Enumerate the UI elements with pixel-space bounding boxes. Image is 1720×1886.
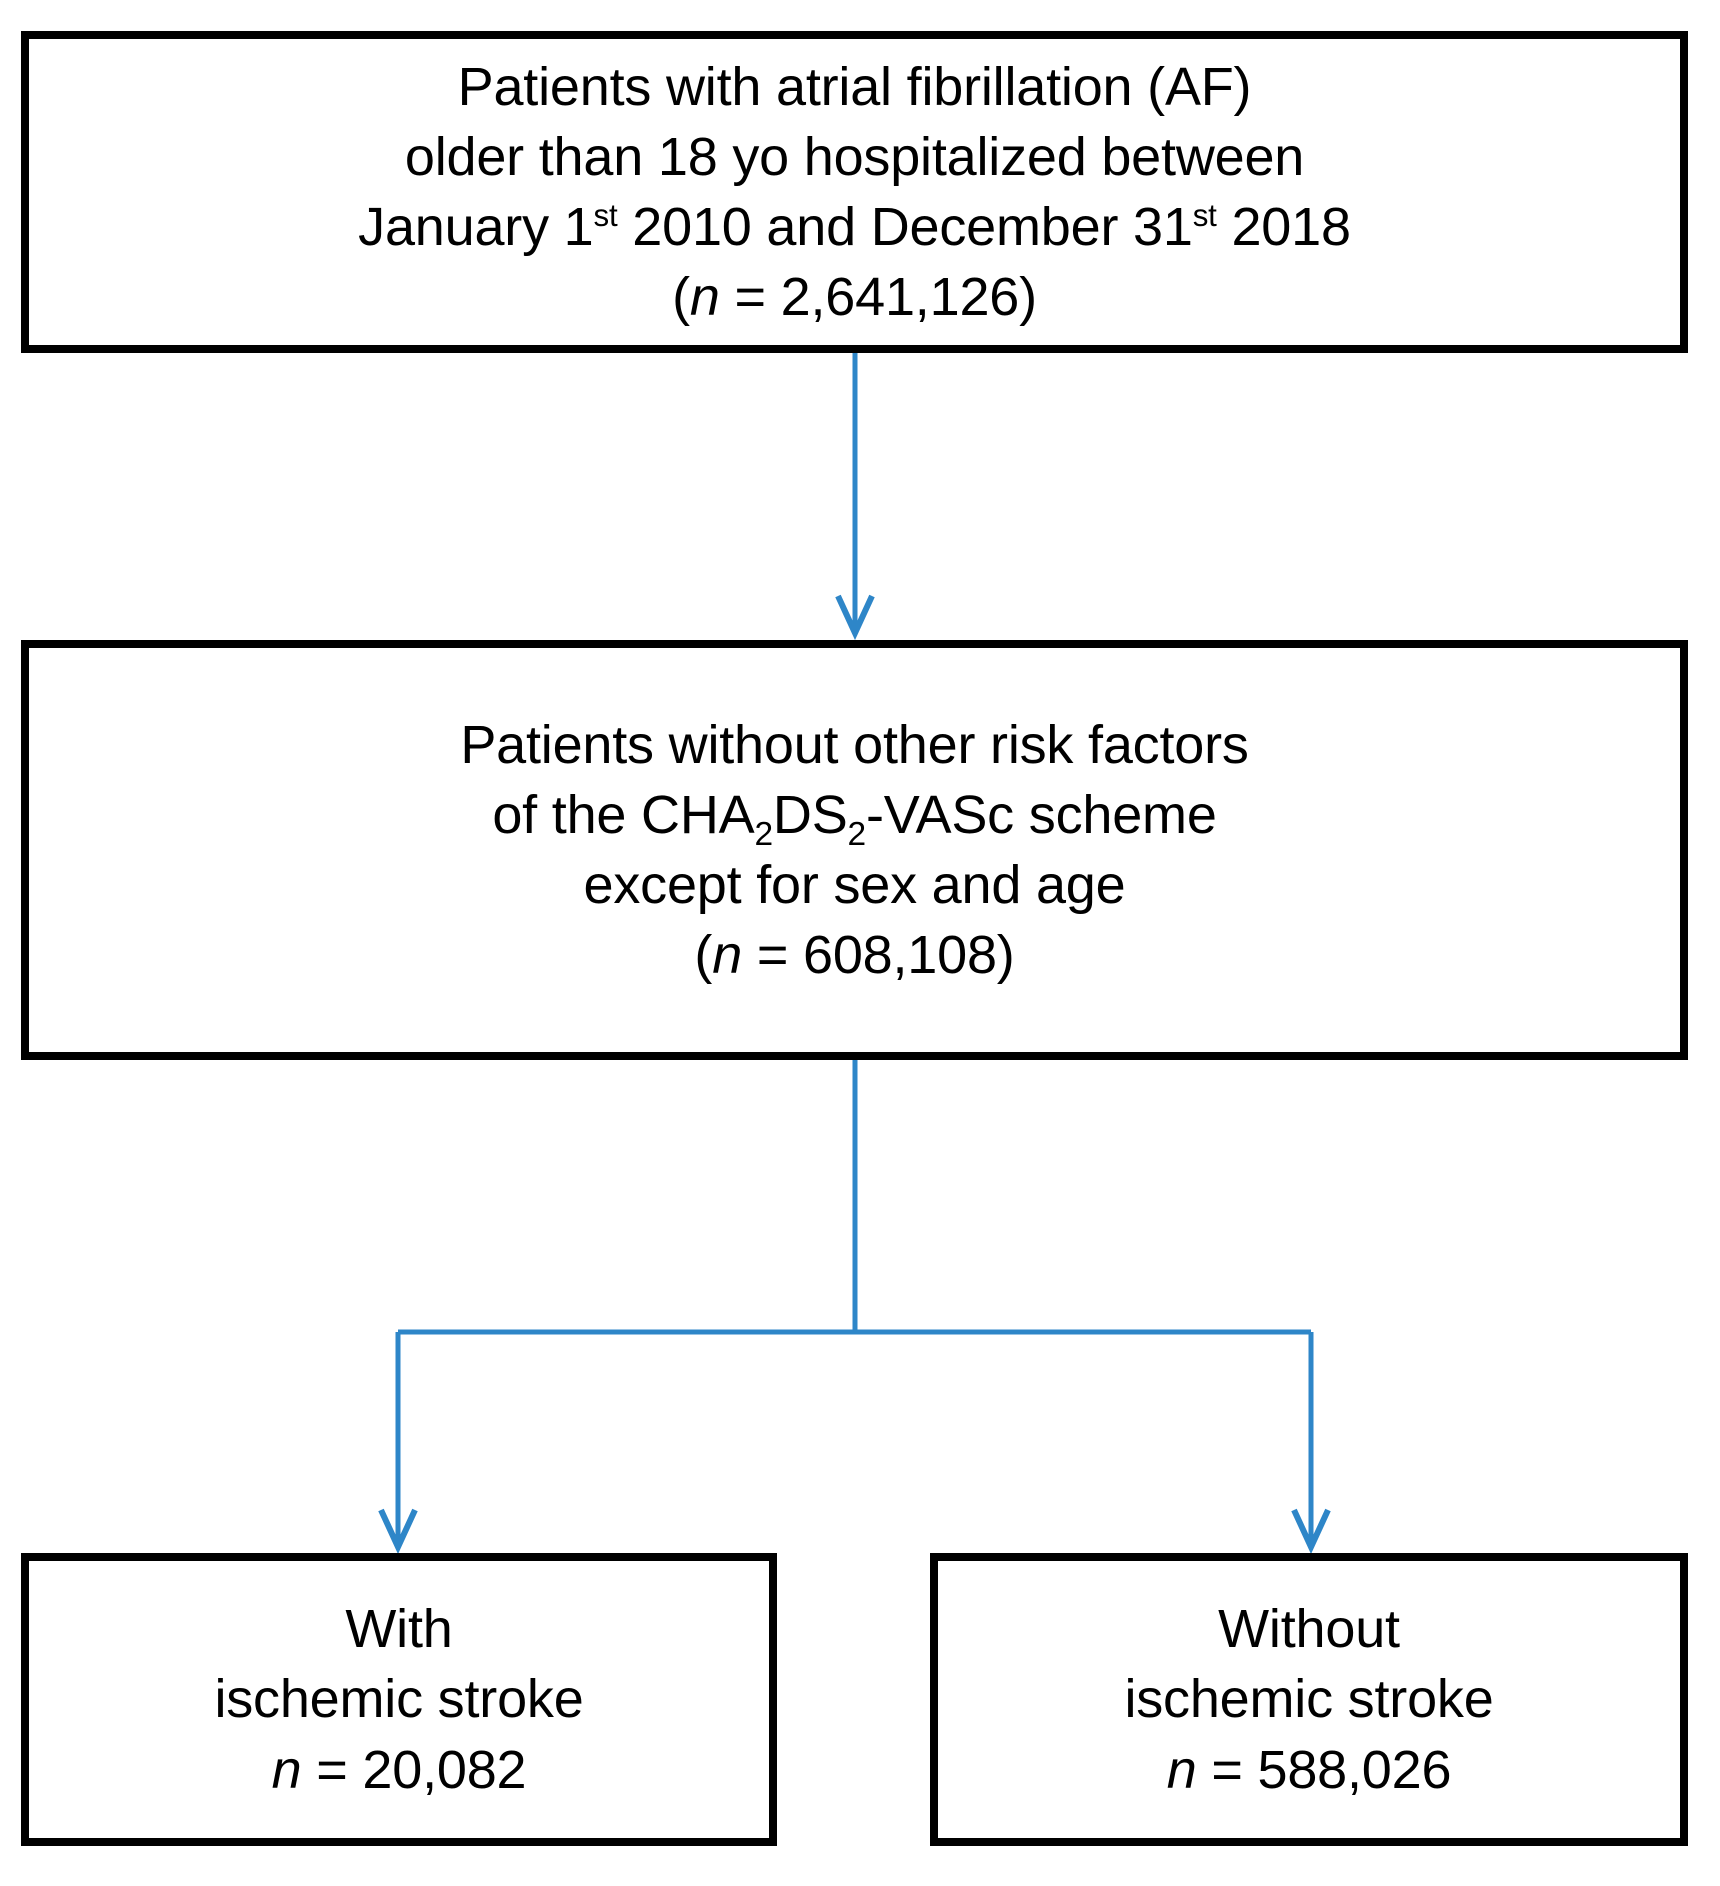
eligible-cohort-count: (n = 608,108) [694,920,1014,990]
count-value: 588,026 [1257,1739,1452,1800]
count-value: 20,082 [362,1739,527,1800]
count-equals: = [1196,1739,1258,1800]
cohort-source-box: Patients with atrial fibrillation (AF) o… [21,31,1688,353]
count-equals: = [742,925,803,986]
count-paren-close: ) [996,925,1015,986]
count-paren-open: ( [694,925,713,986]
count-value: 608,108 [803,925,997,986]
edge-middle-split-stem [398,1060,1311,1335]
cohort-source-line-2: older than 18 yo hospitalized between [404,126,1305,187]
chads-vasc-subscript-2: 2 [847,815,867,853]
chads-vasc-part-b: DS [772,784,848,845]
count-value: 2,641,126 [780,267,1020,328]
eligible-cohort-line-1: Patients without other risk factors [460,714,1249,775]
count-symbol-n: n [271,1739,302,1800]
count-paren-close: ) [1019,267,1037,328]
with-ischemic-stroke-count: n = 20,082 [272,1735,527,1805]
cohort-source-line-3-part-a: January 1 [358,197,594,257]
with-ischemic-stroke-line-1: With [345,1599,453,1660]
ordinal-suffix-december: st [1192,198,1217,233]
with-ischemic-stroke-box: With ischemic stroke n = 20,082 [21,1553,777,1846]
count-equals: = [301,1739,363,1800]
chads-vasc-part-c: -VASc scheme [865,784,1217,845]
eligible-cohort-line-3: except for sex and age [583,855,1126,915]
eligible-cohort-line-2: of the CHA2DS2-VASc scheme [492,780,1217,853]
without-ischemic-stroke-line-2: ischemic stroke [1124,1669,1494,1730]
cohort-source-line-3: January 1st 2010 and December 31st 2018 [358,192,1351,262]
ordinal-suffix-january: st [593,198,618,233]
without-ischemic-stroke-box: Without ischemic stroke n = 588,026 [930,1553,1688,1846]
cohort-source-count: (n = 2,641,126) [672,262,1037,332]
cohort-source-line-1: Patients with atrial fibrillation (AF) [457,56,1252,117]
without-ischemic-stroke-count: n = 588,026 [1167,1735,1452,1805]
count-paren-open: ( [672,267,690,328]
cohort-source-line-3-part-b: 2010 and December 31 [617,197,1193,257]
without-ischemic-stroke-line-1: Without [1218,1599,1400,1660]
count-symbol-n: n [712,925,743,986]
cohort-source-line-3-part-c: 2018 [1216,197,1351,257]
count-symbol-n: n [689,267,720,328]
with-ischemic-stroke-line-2: ischemic stroke [214,1669,584,1730]
chads-vasc-part-a: of the CHA [492,784,755,845]
chads-vasc-subscript-1: 2 [754,815,773,853]
eligible-cohort-box: Patients without other risk factors of t… [21,640,1688,1060]
count-symbol-n: n [1166,1739,1197,1800]
count-equals: = [719,267,781,328]
